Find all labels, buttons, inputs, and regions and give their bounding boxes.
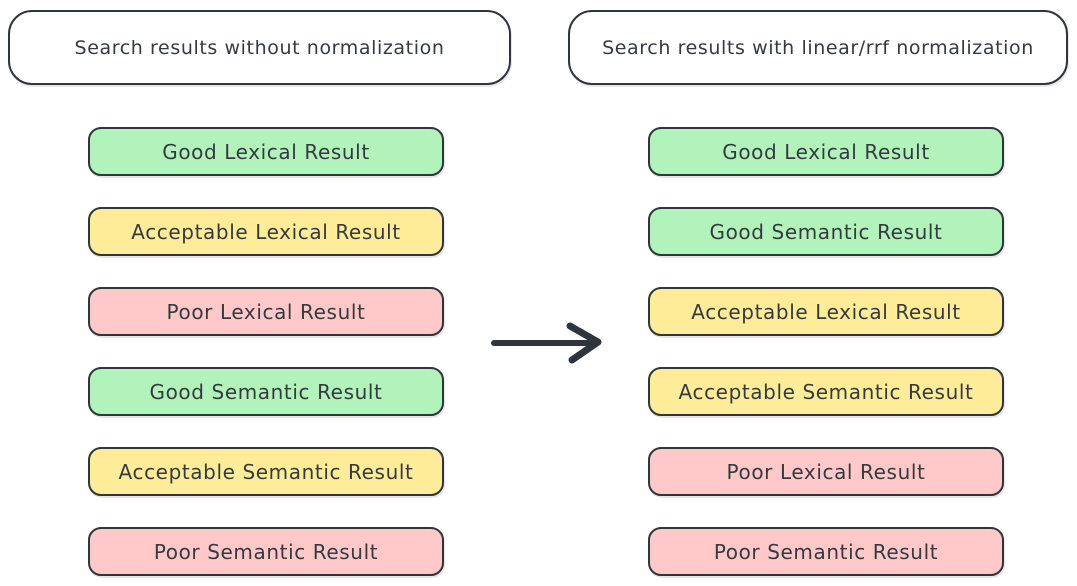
result-box-label: Poor Semantic Result: [713, 539, 939, 564]
result-box-right-3: Acceptable Lexical Result: [648, 287, 1004, 336]
result-box-label: Poor Semantic Result: [153, 539, 379, 564]
result-box-right-6: Poor Semantic Result: [648, 527, 1004, 576]
result-box-right-5: Poor Lexical Result: [648, 447, 1004, 496]
result-box-label: Acceptable Semantic Result: [678, 379, 974, 404]
result-box-left-1: Good Lexical Result: [88, 127, 444, 176]
result-box-label: Acceptable Lexical Result: [691, 299, 961, 324]
right-panel-boxes: Good Lexical Result Good Semantic Result…: [648, 127, 1004, 576]
result-box-label: Good Semantic Result: [709, 219, 943, 244]
right-panel-title: Search results with linear/rrf normaliza…: [602, 36, 1034, 59]
result-box-label: Good Lexical Result: [722, 139, 930, 164]
result-box-label: Good Semantic Result: [149, 379, 383, 404]
result-box-left-4: Good Semantic Result: [88, 367, 444, 416]
left-panel-title: Search results without normalization: [74, 36, 445, 59]
result-box-left-5: Acceptable Semantic Result: [88, 447, 444, 496]
result-box-label: Poor Lexical Result: [166, 299, 366, 324]
right-arrow-icon: [488, 318, 610, 368]
left-panel-title-box: Search results without normalization: [8, 10, 511, 85]
result-box-label: Acceptable Semantic Result: [118, 459, 414, 484]
result-box-left-6: Poor Semantic Result: [88, 527, 444, 576]
right-panel-title-box: Search results with linear/rrf normaliza…: [568, 10, 1068, 85]
left-panel-boxes: Good Lexical Result Acceptable Lexical R…: [88, 127, 444, 576]
result-box-right-4: Acceptable Semantic Result: [648, 367, 1004, 416]
result-box-label: Acceptable Lexical Result: [131, 219, 401, 244]
result-box-label: Poor Lexical Result: [726, 459, 926, 484]
result-box-right-1: Good Lexical Result: [648, 127, 1004, 176]
result-box-left-3: Poor Lexical Result: [88, 287, 444, 336]
result-box-left-2: Acceptable Lexical Result: [88, 207, 444, 256]
result-box-label: Good Lexical Result: [162, 139, 370, 164]
result-box-right-2: Good Semantic Result: [648, 207, 1004, 256]
